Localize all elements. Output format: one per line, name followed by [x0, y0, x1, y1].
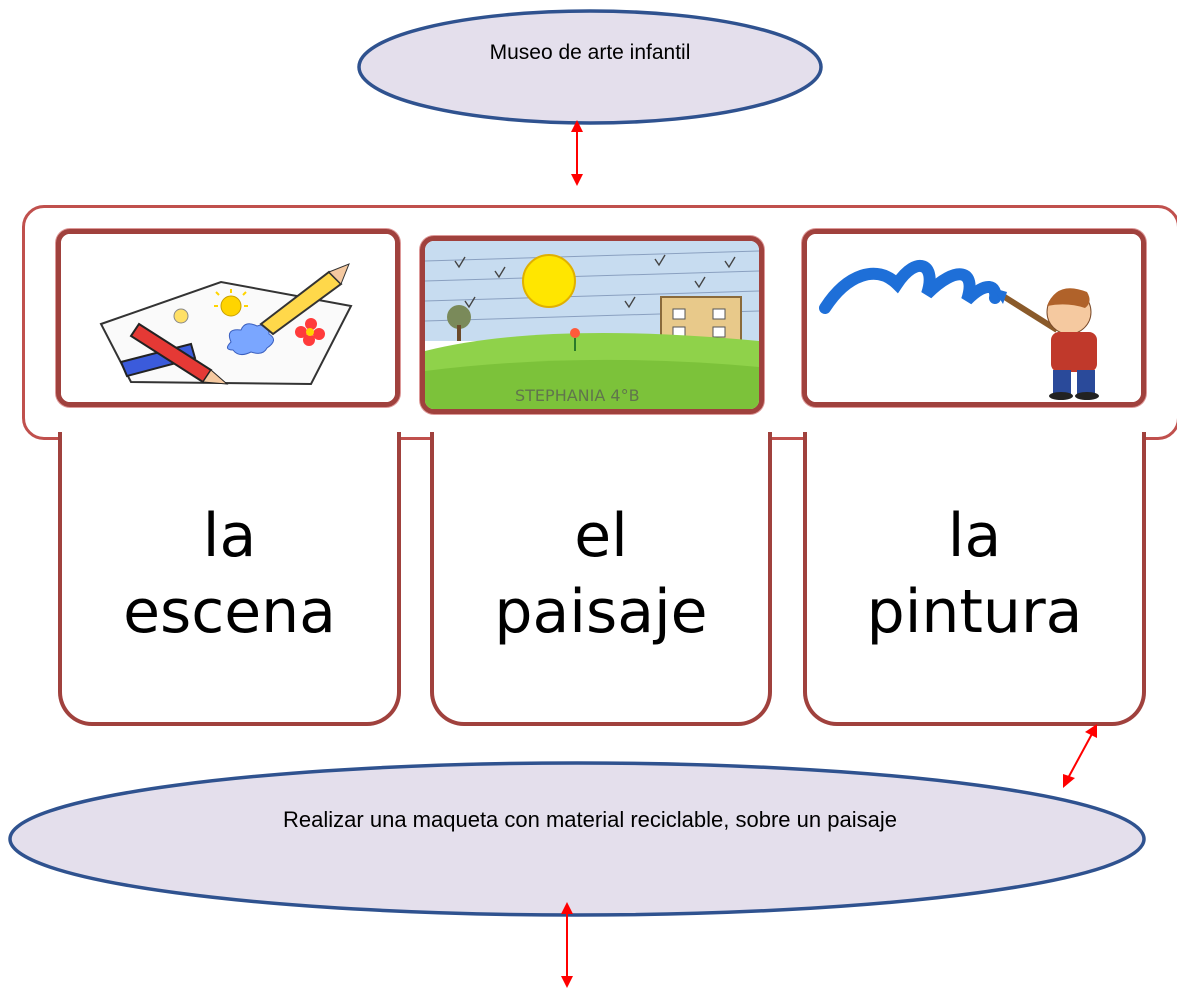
card-article: el — [574, 501, 628, 571]
boy-painting-icon — [802, 229, 1146, 407]
word-card-escena: la escena — [58, 432, 401, 726]
word-card-paisaje: el paisaje — [430, 432, 772, 726]
connector-arrow-bottom — [561, 902, 573, 988]
card-noun: pintura — [866, 577, 1083, 647]
connector-arrow-diagonal — [1063, 724, 1097, 788]
bottom-node-ellipse — [8, 761, 1146, 917]
connector-arrow-top — [571, 120, 583, 186]
svg-text:STEPHANIA 4°B: STEPHANIA 4°B — [515, 386, 640, 405]
bottom-node-label: Realizar una maqueta con material recicl… — [283, 807, 897, 832]
card-article: la — [947, 501, 1002, 571]
card-noun: paisaje — [494, 577, 708, 647]
word-card-pintura: la pintura — [803, 432, 1146, 726]
child-landscape-drawing-icon: STEPHANIA 4°B — [420, 236, 764, 414]
card-noun: escena — [123, 577, 336, 647]
drawing-with-pencils-icon — [56, 229, 400, 407]
card-article: la — [202, 501, 257, 571]
top-node-label: Museo de arte infantil — [489, 41, 691, 64]
top-node-ellipse — [357, 9, 823, 125]
